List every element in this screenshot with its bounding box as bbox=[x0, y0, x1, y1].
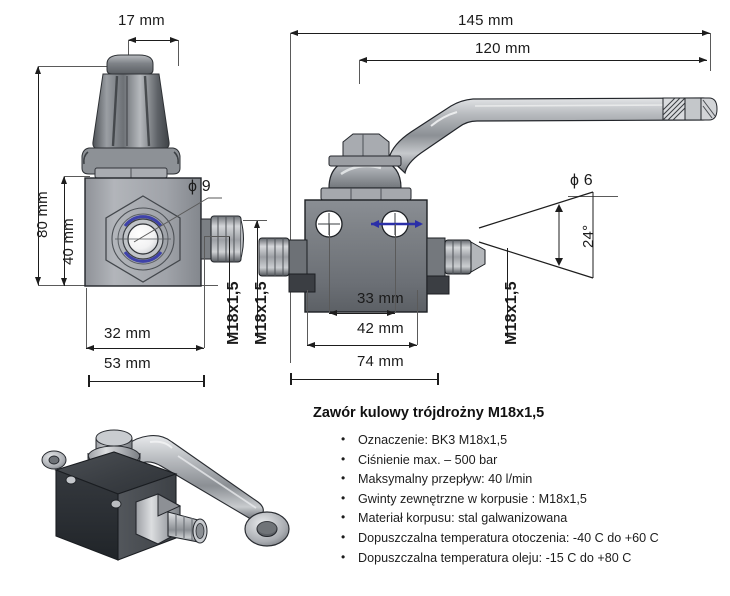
dim-145mm-arrow-left bbox=[290, 29, 298, 36]
dim-80mm-arrow-top bbox=[34, 66, 41, 74]
dim-17mm-arrow-left bbox=[128, 36, 136, 43]
dim-120mm-arrow-left bbox=[359, 56, 367, 63]
dim-40mm-line bbox=[64, 176, 65, 286]
dim-42mm-arrow-left bbox=[307, 341, 315, 348]
dim-phi6-label: ϕ 6 bbox=[570, 172, 593, 189]
dim-80mm-line bbox=[38, 66, 39, 285]
dim-33mm-line bbox=[329, 313, 395, 314]
dim-thread-arrow-b bbox=[253, 220, 260, 228]
dim-thread-ext-a bbox=[204, 236, 230, 237]
dim-thread-label-a: M18x1,5 bbox=[225, 281, 242, 345]
dim-74mm-tick-right bbox=[437, 373, 439, 385]
dim-17mm-ext-left bbox=[128, 40, 129, 66]
dim-80mm-ext-top bbox=[38, 66, 110, 67]
spec-item: Gwinty zewnętrzne w korpusie : M18x1,5 bbox=[313, 489, 723, 510]
dim-42mm-ext-right bbox=[417, 290, 418, 345]
dim-thread-label-b: M18x1,5 bbox=[253, 281, 270, 345]
left-view-group: 17 mm 80 mm 40 mm bbox=[0, 0, 275, 395]
dim-32mm-label: 32 mm bbox=[104, 325, 151, 342]
dim-40mm-arrow-bottom bbox=[60, 278, 67, 286]
dim-120mm-ext-left bbox=[359, 60, 360, 84]
dim-120mm-line bbox=[359, 60, 707, 61]
dim-120mm-arrow-right bbox=[699, 56, 707, 63]
right-view-illustration bbox=[258, 97, 718, 313]
spec-list: Oznaczenie: BK3 M18x1,5 Ciśnienie max. –… bbox=[313, 430, 723, 569]
dim-17mm-arrow-right bbox=[170, 36, 178, 43]
dim-145mm-label: 145 mm bbox=[458, 12, 514, 29]
spec-heading: Zawór kulowy trójdrożny M18x1,5 bbox=[313, 405, 545, 421]
product-render bbox=[41, 429, 290, 561]
dim-17mm-ext-right bbox=[178, 40, 179, 66]
dim-thread-label-c: M18x1,5 bbox=[503, 281, 520, 345]
dim-74mm-tick-left bbox=[290, 373, 292, 385]
spec-item: Ciśnienie max. – 500 bar bbox=[313, 450, 723, 471]
dim-33mm-arrow-right bbox=[387, 309, 395, 316]
dim-53mm-tick-right bbox=[203, 375, 205, 387]
dim-thread-line-b bbox=[257, 220, 258, 338]
dim-145mm-arrow-right bbox=[702, 29, 710, 36]
dim-33mm-label: 33 mm bbox=[357, 290, 404, 307]
spec-item: Dopuszczalna temperatura otoczenia: -40 … bbox=[313, 528, 723, 549]
dim-17mm-line bbox=[128, 40, 178, 41]
dim-33mm-ext-right bbox=[395, 224, 396, 313]
dim-32mm-ext-left bbox=[86, 288, 87, 348]
spec-item: Maksymalny przepływ: 40 l/min bbox=[313, 469, 723, 490]
dim-angle-24-label: 24° bbox=[580, 224, 597, 248]
dim-17mm-label: 17 mm bbox=[118, 12, 165, 29]
left-view-illustration bbox=[81, 54, 244, 287]
dim-40mm-arrow-top bbox=[60, 176, 67, 184]
spec-item: Oznaczenie: BK3 M18x1,5 bbox=[313, 430, 723, 451]
dim-74mm-label: 74 mm bbox=[357, 353, 404, 370]
dim-phi9-label: ϕ 9 bbox=[188, 178, 211, 195]
dim-phi9-leader bbox=[133, 197, 222, 243]
dim-145mm-ext-left bbox=[290, 33, 291, 363]
dim-53mm-tick-left bbox=[88, 375, 90, 387]
dim-42mm-line bbox=[307, 345, 417, 346]
spec-item: Materiał korpusu: stal galwanizowana bbox=[313, 508, 723, 529]
dim-53mm-line bbox=[88, 381, 204, 382]
dim-42mm-ext-left bbox=[307, 290, 308, 345]
dim-33mm-arrow-left bbox=[329, 309, 337, 316]
right-view-group: 145 mm 120 mm bbox=[258, 0, 730, 395]
dim-145mm-ext-right bbox=[710, 33, 711, 71]
dim-33mm-ext-left bbox=[329, 224, 330, 313]
dim-80mm-arrow-bottom bbox=[34, 277, 41, 285]
dim-120mm-label: 120 mm bbox=[475, 40, 531, 57]
dim-53mm-label: 53 mm bbox=[104, 355, 151, 372]
dim-angle-24-graphic bbox=[478, 191, 594, 279]
dim-80mm-label: 80 mm bbox=[34, 191, 51, 238]
dim-thread-line-a bbox=[229, 236, 230, 338]
dim-74mm-line bbox=[290, 379, 438, 380]
spec-panel: Zawór kulowy trójdrożny M18x1,5 Oznaczen… bbox=[313, 405, 723, 568]
dim-32mm-ext-right bbox=[204, 236, 205, 348]
dim-thread-line-c bbox=[507, 248, 508, 338]
dim-40mm-ext-top bbox=[64, 176, 90, 177]
spec-item: Dopuszczalna temperatura oleju: -15 C do… bbox=[313, 548, 723, 569]
dim-thread-ext-b bbox=[243, 220, 267, 221]
dim-32mm-arrow-right bbox=[196, 344, 204, 351]
dim-42mm-label: 42 mm bbox=[357, 320, 404, 337]
dim-42mm-arrow-right bbox=[409, 341, 417, 348]
dim-32mm-arrow-left bbox=[86, 344, 94, 351]
dim-145mm-line bbox=[290, 33, 710, 34]
dim-32mm-line bbox=[86, 348, 204, 349]
